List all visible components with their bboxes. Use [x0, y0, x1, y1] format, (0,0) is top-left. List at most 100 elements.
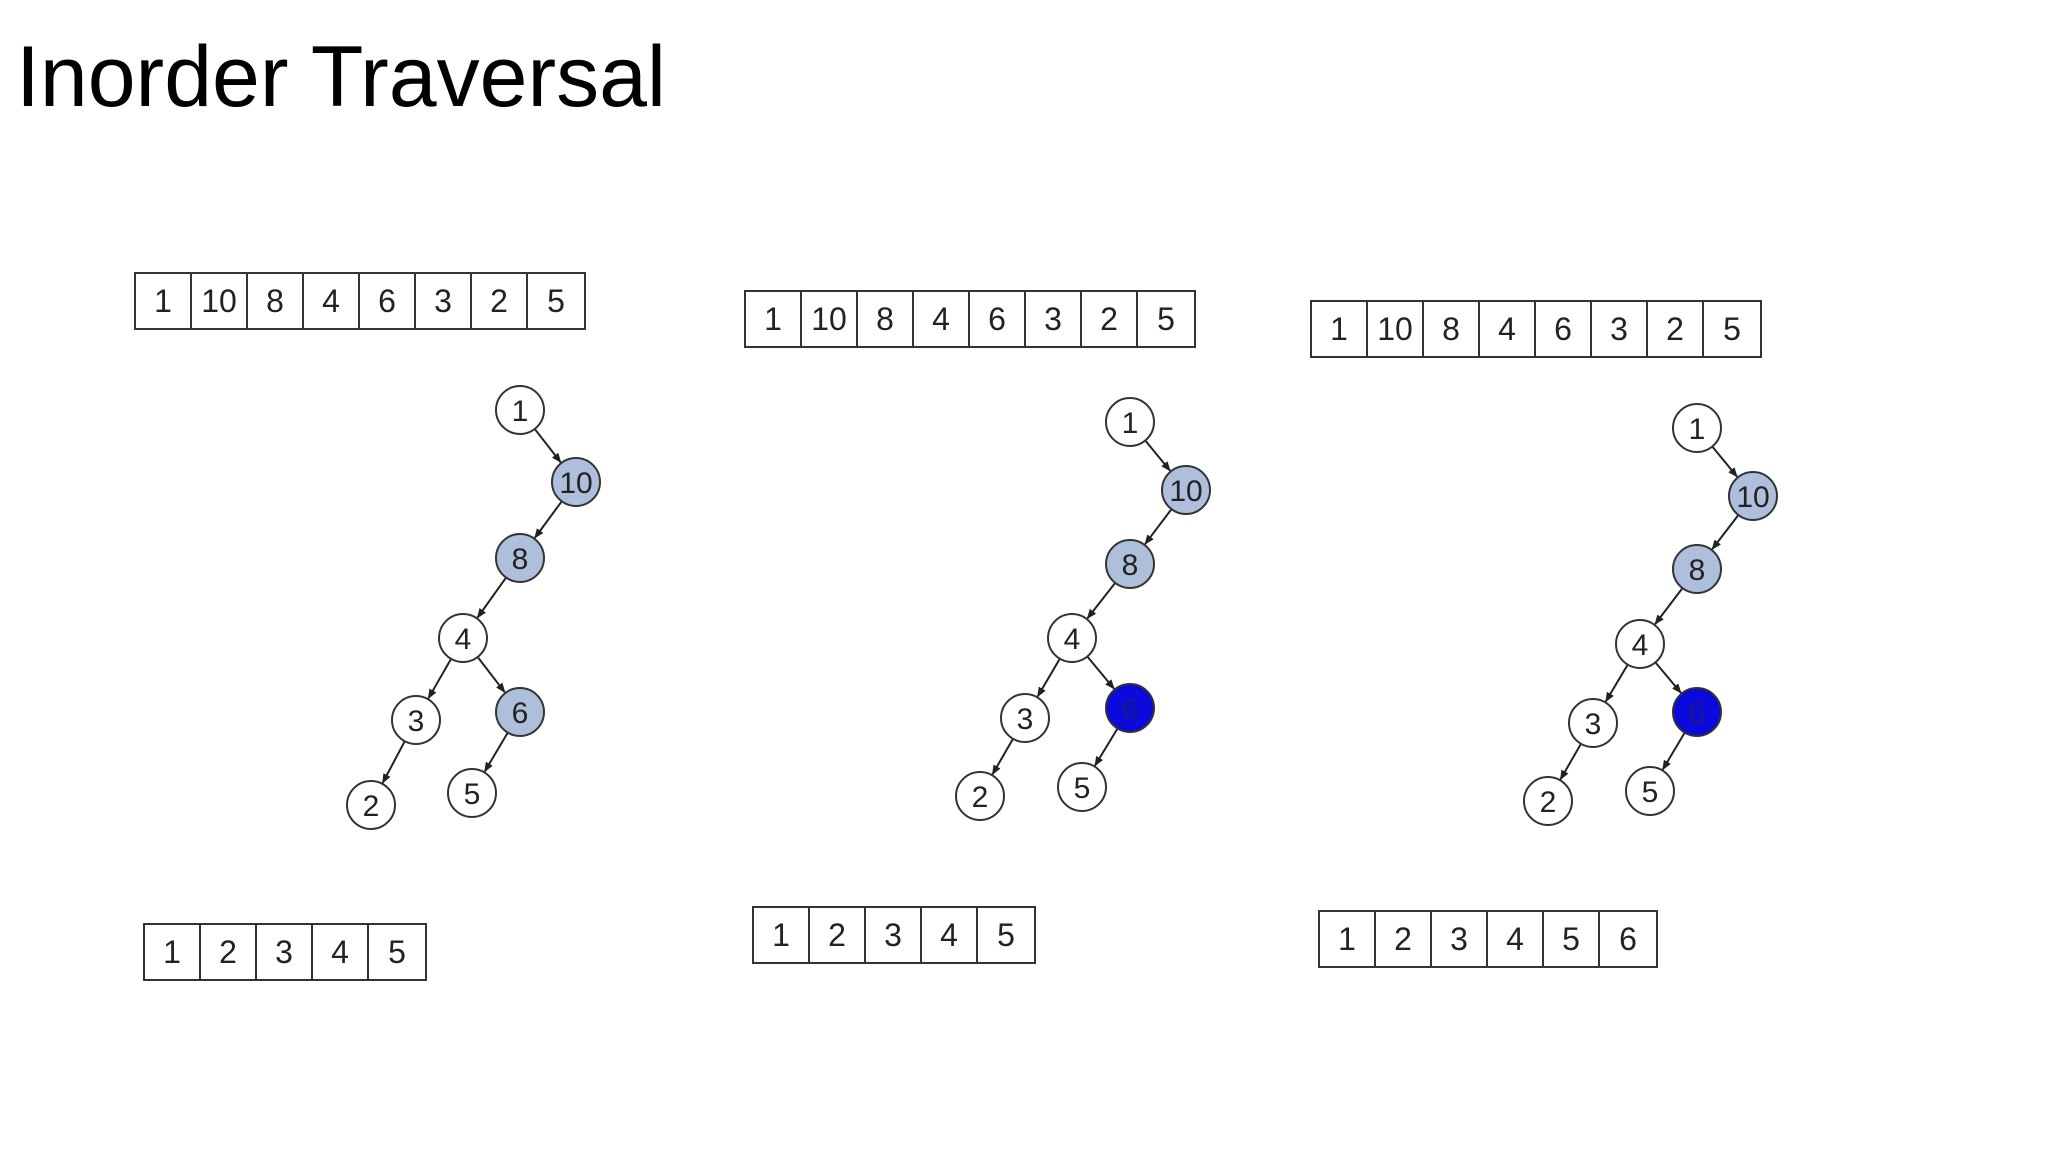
tree-edge-arrow	[483, 732, 509, 773]
tree-edge-arrow	[1711, 514, 1740, 550]
tree-node-label: 3	[1585, 708, 1602, 741]
tree-node-4: 4	[1047, 613, 1097, 663]
input-array-cell: 5	[1157, 300, 1175, 337]
tree-node-label: 5	[1074, 772, 1091, 805]
input-array-cell: 4	[914, 292, 970, 346]
tree-node-circle	[1672, 544, 1722, 594]
tree-node-2: 2	[955, 771, 1005, 821]
tree-edge-arrow	[1604, 664, 1629, 703]
tree-edge-arrow	[381, 740, 406, 784]
tree-node-circle	[447, 768, 497, 818]
tree-edge-arrow	[1086, 655, 1115, 690]
output-array-cell: 5	[1544, 912, 1600, 966]
input-array-cell: 2	[1648, 302, 1704, 356]
output-array-cell: 3	[866, 908, 922, 962]
tree-node-label: 4	[1632, 629, 1649, 662]
tree-node-circle	[955, 771, 1005, 821]
tree-node-1: 1	[1105, 397, 1155, 447]
tree-node-label: 2	[1540, 786, 1557, 819]
output-array-cell: 1	[1320, 912, 1376, 966]
tree-node-circle	[346, 780, 396, 830]
tree-edge-arrow	[476, 576, 507, 619]
tree-node-label: 5	[464, 778, 481, 811]
tree-edge-arrow	[1559, 743, 1582, 781]
tree-node-label: 2	[363, 790, 380, 823]
tree-node-circle	[1000, 693, 1050, 743]
tree-edge-arrow	[1144, 439, 1171, 472]
binary-tree: 1 10 8 4 3 6 2 5	[346, 385, 601, 830]
input-array-cell: 8	[248, 274, 304, 328]
tree-node-2: 2	[346, 780, 396, 830]
tree-node-circle	[438, 613, 488, 663]
tree-edge-arrow	[991, 738, 1014, 776]
tree-node-circle	[1105, 397, 1155, 447]
tree-node-label: 8	[512, 543, 529, 576]
input-array-cell: 6	[360, 274, 416, 328]
input-array-cell: 1	[136, 274, 192, 328]
tree-node-circle	[495, 687, 545, 737]
output-array-cell: 2	[1376, 912, 1432, 966]
output-array-cell: 2	[810, 908, 866, 962]
tree-edge-arrow	[1711, 445, 1738, 478]
tree-node-circle	[1523, 776, 1573, 826]
tree-node-circle	[1161, 465, 1211, 515]
tree-node-label: 6	[1122, 693, 1139, 726]
tree-node-circle	[1568, 698, 1618, 748]
tree-node-circle	[1728, 471, 1778, 521]
tree-node-4: 4	[1615, 619, 1665, 669]
tree-node-circle	[1105, 683, 1155, 733]
tree-node-label: 1	[1122, 407, 1139, 440]
input-array-cell: 2	[472, 274, 528, 328]
tree-edge-arrow	[1094, 727, 1119, 767]
input-array-cell: 4	[1480, 302, 1536, 356]
tree-node-label: 1	[512, 395, 529, 428]
slide-title: Inorder Traversal	[16, 29, 667, 125]
tree-node-circle	[1057, 762, 1107, 812]
tree-node-label: 8	[1122, 549, 1139, 582]
input-array-cell: 10	[802, 292, 858, 346]
tree-node-circle	[1047, 613, 1097, 663]
tree-node-circle	[1672, 403, 1722, 453]
tree-node-label: 6	[512, 697, 529, 730]
output-array-cell: 4	[1488, 912, 1544, 966]
tree-node-label: 8	[1689, 554, 1706, 587]
tree-node-6: 6	[495, 687, 545, 737]
tree-edge-arrow	[533, 428, 562, 464]
tree-node-circle	[1615, 619, 1665, 669]
tree-node-label: 10	[559, 467, 592, 500]
tree-node-label: 2	[972, 781, 989, 814]
input-array-cell: 10	[192, 274, 248, 328]
tree-node-3: 3	[391, 695, 441, 745]
tree-edge-arrow	[427, 658, 452, 700]
output-array-cell: 1	[145, 925, 201, 979]
tree-node-circle	[391, 695, 441, 745]
input-array-cell: 8	[858, 292, 914, 346]
tree-edge-arrow	[1036, 658, 1061, 698]
tree-node-3: 3	[1568, 698, 1618, 748]
tree-node-4: 4	[438, 613, 488, 663]
input-array-cell: 1	[1312, 302, 1368, 356]
tree-node-3: 3	[1000, 693, 1050, 743]
tree-node-circle	[1105, 539, 1155, 589]
input-array-cell: 6	[970, 292, 1026, 346]
input-array-cell: 1	[746, 292, 802, 346]
input-array-cell: 5	[547, 282, 565, 319]
output-array-cell: 3	[1432, 912, 1488, 966]
tree-node-5: 5	[447, 768, 497, 818]
input-array-cell: 8	[1424, 302, 1480, 356]
output-array-cell: 2	[201, 925, 257, 979]
tree-node-1: 1	[495, 385, 545, 435]
tree-node-label: 1	[1689, 413, 1706, 446]
input-array-cell: 10	[1368, 302, 1424, 356]
tree-node-8: 8	[495, 533, 545, 583]
tree-edge-arrow	[1654, 661, 1682, 694]
tree-node-10: 10	[1728, 471, 1778, 521]
tree-node-label: 5	[1642, 776, 1659, 809]
tree-node-6: 6	[1105, 683, 1155, 733]
tree-node-label: 4	[1064, 623, 1081, 656]
tree-edge-arrow	[534, 500, 563, 539]
